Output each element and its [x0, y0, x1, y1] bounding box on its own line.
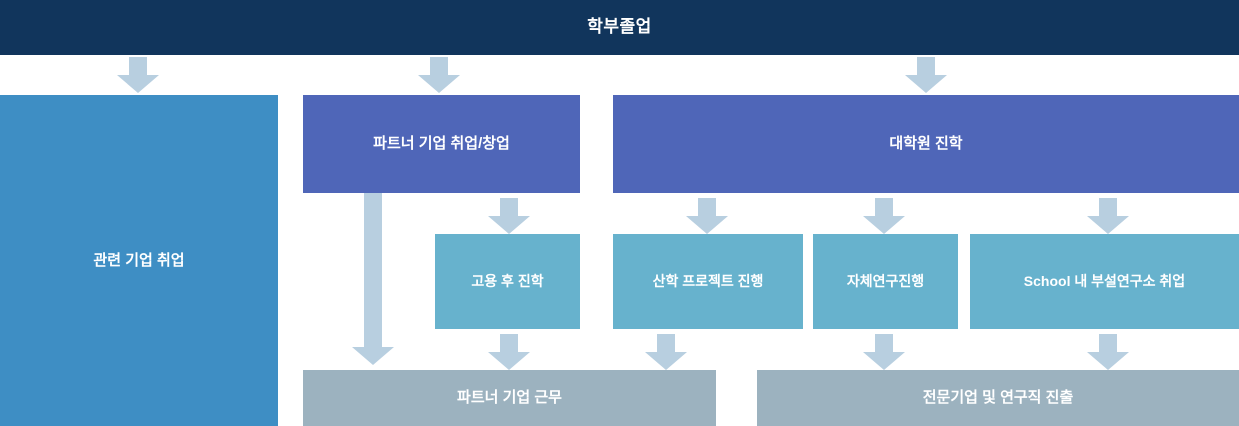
arrow-down-to-related-company	[117, 57, 159, 93]
arrow-long-partner-employment-to-partner-work	[352, 193, 394, 365]
arrow-down-own-research-to-professional	[863, 334, 905, 370]
node-partner-employment: 파트너 기업 취업/창업	[303, 95, 580, 193]
node-graduation-label: 학부졸업	[587, 17, 652, 37]
node-partner-work-label: 파트너 기업 근무	[457, 389, 562, 407]
node-employ-then-study-label: 고용 후 진학	[471, 273, 544, 290]
arrow-down-employ-then-study-to-partner-work	[488, 334, 530, 370]
arrow-down-to-employ-then-study	[488, 198, 530, 234]
node-grad-school-label: 대학원 진학	[889, 135, 963, 153]
arrow-down-to-industry-project	[686, 198, 728, 234]
node-related-company: 관련 기업 취업	[0, 95, 278, 426]
arrow-down-industry-project-to-professional	[645, 334, 687, 370]
node-own-research: 자체연구진행	[813, 234, 958, 329]
arrow-down-to-grad-school	[905, 57, 947, 93]
node-related-company-label: 관련 기업 취업	[93, 251, 185, 269]
node-own-research-label: 자체연구진행	[846, 273, 925, 290]
node-grad-school: 대학원 진학	[613, 95, 1239, 193]
node-graduation: 학부졸업	[0, 0, 1239, 55]
arrow-down-to-partner-employment	[418, 57, 460, 93]
node-professional-research-label: 전문기업 및 연구직 진출	[922, 389, 1074, 407]
arrow-down-to-school-institute	[1087, 198, 1129, 234]
arrow-down-to-own-research	[863, 198, 905, 234]
node-professional-research: 전문기업 및 연구직 진출	[757, 370, 1239, 426]
node-industry-project: 산학 프로젝트 진행	[613, 234, 803, 329]
node-school-institute-label: School 내 부설연구소 취업	[1023, 273, 1186, 290]
node-industry-project-label: 산학 프로젝트 진행	[652, 273, 764, 290]
node-school-institute: School 내 부설연구소 취업	[970, 234, 1239, 329]
arrow-down-school-institute-to-professional	[1087, 334, 1129, 370]
node-partner-work: 파트너 기업 근무	[303, 370, 716, 426]
node-employ-then-study: 고용 후 진학	[435, 234, 580, 329]
node-partner-employment-label: 파트너 기업 취업/창업	[373, 135, 510, 153]
